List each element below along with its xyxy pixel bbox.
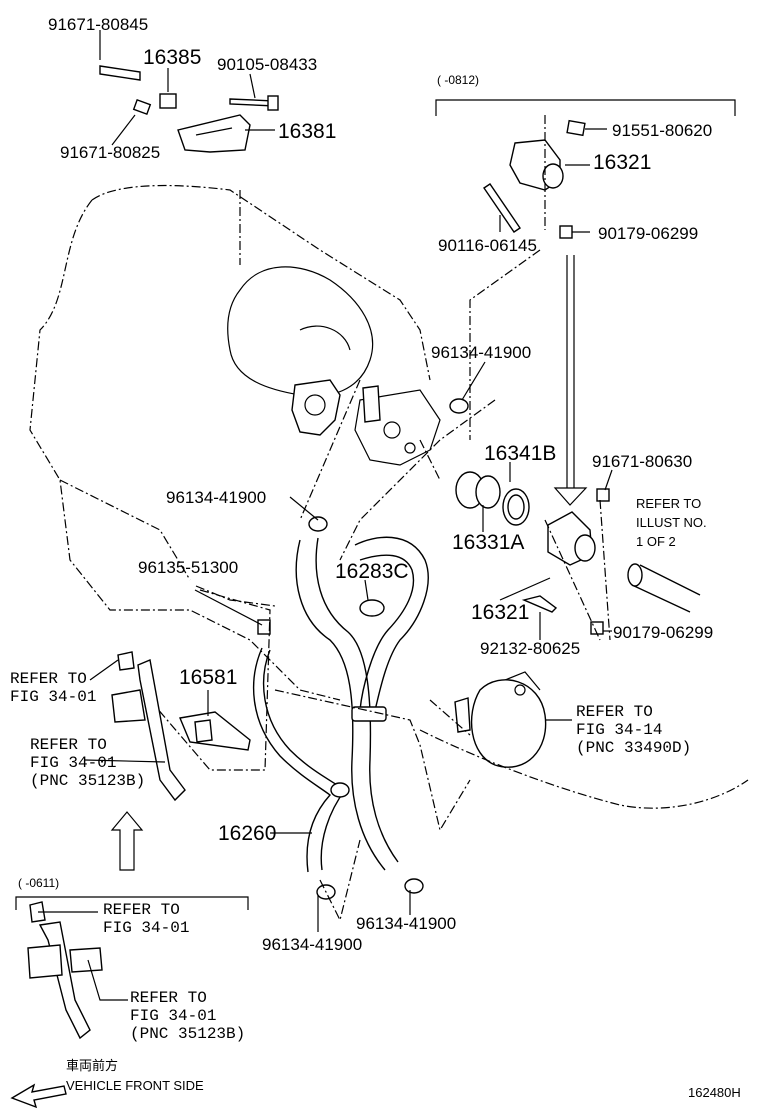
part-number-16331A[interactable]: 16331A (452, 531, 525, 554)
diagram-id: 162480H (688, 1085, 741, 1100)
part-number-16385[interactable]: 16385 (143, 46, 202, 69)
engine-castings (227, 266, 441, 466)
vehicle-front-arrow (10, 1083, 67, 1109)
part-number-96135-51300[interactable]: 96135-51300 (138, 558, 239, 577)
part-number-16341B[interactable]: 16341B (484, 442, 557, 465)
range-bracket-0812 (435, 99, 736, 116)
engine-block-outline (29, 184, 431, 701)
date-range-label-bottom: ( -0611) (18, 876, 60, 890)
water-outlet-16321-top (483, 119, 586, 239)
vehicle-front-label-jp: 車両前方 (66, 1059, 119, 1074)
assembly-lines (149, 115, 611, 922)
part-number-96134-41900-a[interactable]: 96134-41900 (431, 343, 532, 362)
part-number-90105-08433[interactable]: 90105-08433 (217, 55, 318, 74)
part-number-91551-80620[interactable]: 91551-80620 (612, 121, 713, 140)
part-number-96134-41900-d[interactable]: 96134-41900 (262, 935, 363, 954)
part-number-91671-80825[interactable]: 91671-80825 (60, 143, 161, 162)
engine-mount-bracket (111, 651, 251, 802)
part-number-92132-80625[interactable]: 92132-80625 (480, 639, 581, 658)
refer-to-fig-34-01-b[interactable]: REFER TO FIG 34-01 (PNC 35123B) (30, 736, 146, 790)
bracket-16381 (99, 65, 279, 153)
refer-illust-hose (627, 563, 701, 613)
range-bracket-0611 (15, 896, 249, 910)
part-number-90179-06299-top[interactable]: 90179-06299 (598, 224, 699, 243)
part-number-16260[interactable]: 16260 (218, 822, 277, 845)
upward-arrow (110, 811, 144, 871)
date-range-label-top: ( -0812) (437, 73, 480, 87)
refer-to-fig-34-01-d[interactable]: REFER TO FIG 34-01 (PNC 35123B) (130, 989, 246, 1043)
part-number-16321-top[interactable]: 16321 (593, 151, 652, 174)
part-number-91671-80630[interactable]: 91671-80630 (592, 452, 693, 471)
part-number-96134-41900-c[interactable]: 96134-41900 (356, 914, 457, 933)
part-number-16321-mid[interactable]: 16321 (471, 601, 530, 624)
coolant-hoses (253, 398, 469, 900)
vehicle-front-label: VEHICLE FRONT SIDE (66, 1078, 204, 1093)
part-number-16581[interactable]: 16581 (179, 666, 238, 689)
part-number-16381[interactable]: 16381 (278, 120, 337, 143)
refer-to-fig-34-01-c[interactable]: REFER TO FIG 34-01 (103, 901, 190, 937)
part-number-16283C[interactable]: 16283C (335, 560, 409, 583)
refer-to-illust-note: REFER TO ILLUST NO. 1 OF 2 (636, 496, 707, 549)
leader-lines (38, 30, 613, 1001)
refer-to-fig-34-01-a[interactable]: REFER TO FIG 34-01 (10, 670, 97, 706)
vacuum-pump-outline (419, 671, 749, 809)
assembly-arrow (553, 255, 588, 506)
refer-to-fig-34-14[interactable]: REFER TO FIG 34-14 (PNC 33490D) (576, 703, 692, 757)
lower-mount-bracket (27, 901, 103, 1040)
part-number-96134-41900-b[interactable]: 96134-41900 (166, 488, 267, 507)
part-number-90116-06145[interactable]: 90116-06145 (438, 236, 537, 255)
part-number-90179-06299-mid[interactable]: 90179-06299 (613, 623, 714, 642)
part-number-91671-80845[interactable]: 91671-80845 (48, 15, 149, 34)
